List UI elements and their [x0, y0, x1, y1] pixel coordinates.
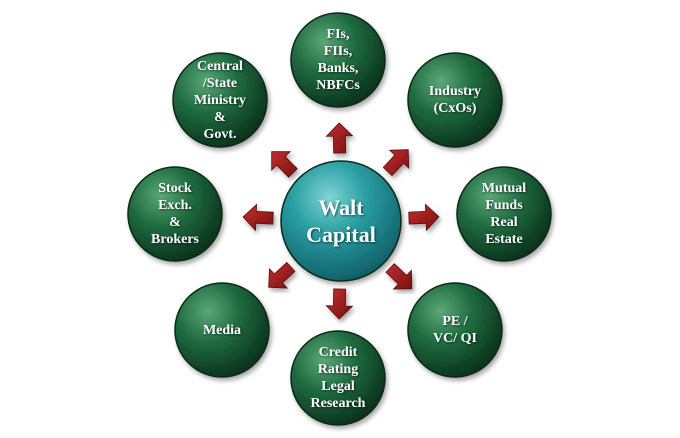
node-label-mutual-funds: Mutual Funds Real Estate	[481, 181, 527, 247]
node-circle-fis	[290, 12, 386, 108]
node-circle-industry	[407, 52, 503, 148]
node-circle-pe-vc	[407, 282, 503, 378]
node-circle-credit-rating	[290, 330, 386, 426]
arrow-to-credit-rating	[325, 288, 354, 320]
arrow-to-central-ministry	[271, 151, 298, 178]
arrow-to-industry	[382, 149, 410, 177]
node-label-credit-rating: Credit Rating Legal Research	[310, 345, 366, 411]
arrow-to-stock-exch	[242, 203, 274, 232]
node-circle-mutual-funds	[456, 166, 552, 262]
arrow-to-fis	[325, 122, 354, 154]
arrow-to-pe-vc	[385, 263, 413, 290]
node-label-pe-vc: PE / VC/ QI	[433, 314, 477, 346]
arrow-to-mutual-funds	[408, 203, 440, 232]
node-circle-stock-exch	[127, 166, 223, 262]
node-label-media: Media	[202, 322, 242, 338]
arrow-to-media	[268, 261, 296, 289]
center-label: Walt Capital	[306, 195, 376, 247]
center-circle	[280, 160, 402, 282]
node-label-central-ministry: Central /State Ministry & Govt.	[193, 58, 247, 142]
node-label-stock-exch: Stock Exch. & Brokers	[151, 181, 199, 247]
node-label-fis: FIs, FIIs, Banks, NBFCs	[316, 27, 360, 93]
node-circle-central-ministry	[172, 52, 268, 148]
node-circle-media	[174, 282, 270, 378]
node-label-industry: Industry (CxOs)	[428, 84, 482, 116]
